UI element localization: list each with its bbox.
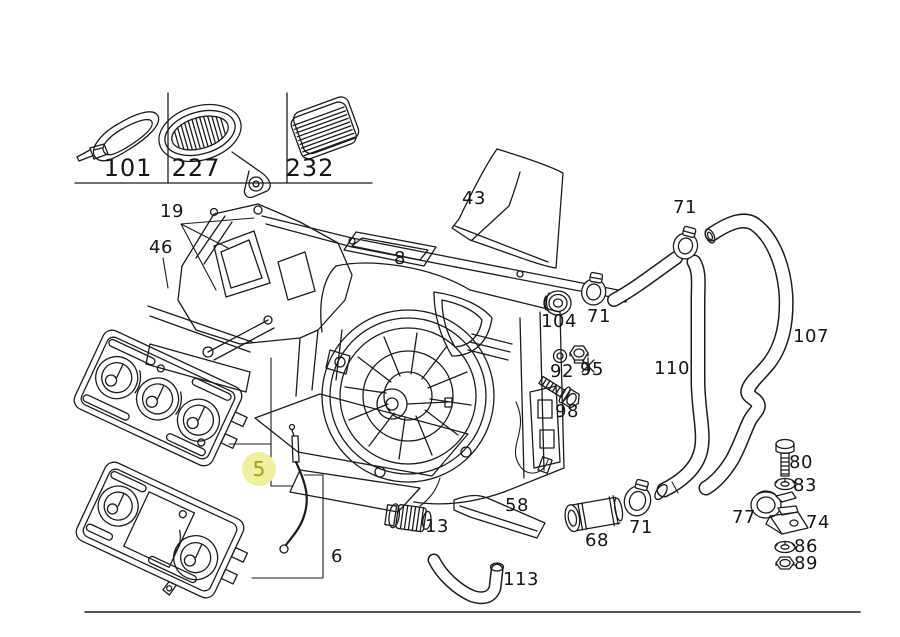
part-label-101[interactable]: 101 — [103, 154, 153, 182]
part-58-wedge-duct — [453, 494, 546, 539]
clamp-77 — [750, 490, 799, 519]
part-label-80[interactable]: 80 — [789, 452, 813, 473]
part-label-71[interactable]: 71 — [629, 517, 653, 538]
part-label-232[interactable]: 232 — [285, 154, 335, 182]
part-13-actuator — [384, 503, 432, 533]
part-label-113[interactable]: 113 — [503, 569, 539, 590]
washer-83 — [774, 477, 796, 491]
blower-fan — [321, 309, 495, 483]
leader-lines — [162, 217, 324, 579]
part-label-77[interactable]: 77 — [732, 507, 756, 528]
part-68-pipe — [564, 495, 624, 533]
part-label-98[interactable]: 98 — [555, 401, 579, 422]
hose-113 — [427, 553, 505, 605]
inset-frame — [74, 92, 861, 613]
part-label-104[interactable]: 104 — [541, 311, 577, 332]
part-label-58[interactable]: 58 — [505, 495, 529, 516]
part-label-19[interactable]: 19 — [160, 201, 184, 222]
hose-110 — [607, 251, 710, 501]
control-panel-upper — [73, 329, 248, 467]
bracket-74 — [765, 511, 809, 535]
part-6-bowden-cable — [279, 423, 308, 554]
bolt-98 — [538, 375, 580, 409]
part-label-74[interactable]: 74 — [806, 512, 830, 533]
washer-86 — [774, 540, 796, 554]
part-227-vent-grille — [158, 103, 271, 199]
part-43-insulation-panel — [451, 148, 564, 269]
part-label-68[interactable]: 68 — [585, 530, 609, 551]
part-label-8[interactable]: 8 — [394, 248, 406, 269]
part-label-6[interactable]: 6 — [331, 546, 343, 567]
part-101-cable-tie — [76, 111, 160, 162]
clamp-71-top — [672, 225, 699, 260]
part-label-46[interactable]: 46 — [149, 237, 173, 258]
part-label-92[interactable]: 92 — [550, 361, 574, 382]
clamp-71-mid — [580, 271, 607, 306]
part-label-107[interactable]: 107 — [793, 326, 829, 347]
highlighted-part-badge[interactable]: 5 — [242, 452, 276, 486]
part-label-110[interactable]: 110 — [654, 358, 690, 379]
part-label-71[interactable]: 71 — [587, 306, 611, 327]
hose-107 — [698, 213, 794, 496]
part-label-89[interactable]: 89 — [794, 553, 818, 574]
part-label-86[interactable]: 86 — [794, 536, 818, 557]
washer-92 — [552, 348, 568, 364]
bolt-80 — [775, 438, 795, 477]
part-label-227[interactable]: 227 — [171, 154, 221, 182]
part-label-83[interactable]: 83 — [793, 475, 817, 496]
nut-89 — [775, 556, 795, 570]
part-232-filter — [290, 96, 360, 160]
control-panel-lower — [75, 461, 249, 599]
part-label-43[interactable]: 43 — [462, 188, 486, 209]
clamp-71-bottom — [623, 478, 652, 517]
heater-unit-assembly — [145, 203, 629, 513]
part-label-95[interactable]: 95 — [580, 359, 604, 380]
part-label-13[interactable]: 13 — [425, 516, 449, 537]
part-label-71[interactable]: 71 — [673, 197, 697, 218]
part-104-grommet — [543, 290, 572, 316]
nut-95 — [569, 345, 589, 364]
